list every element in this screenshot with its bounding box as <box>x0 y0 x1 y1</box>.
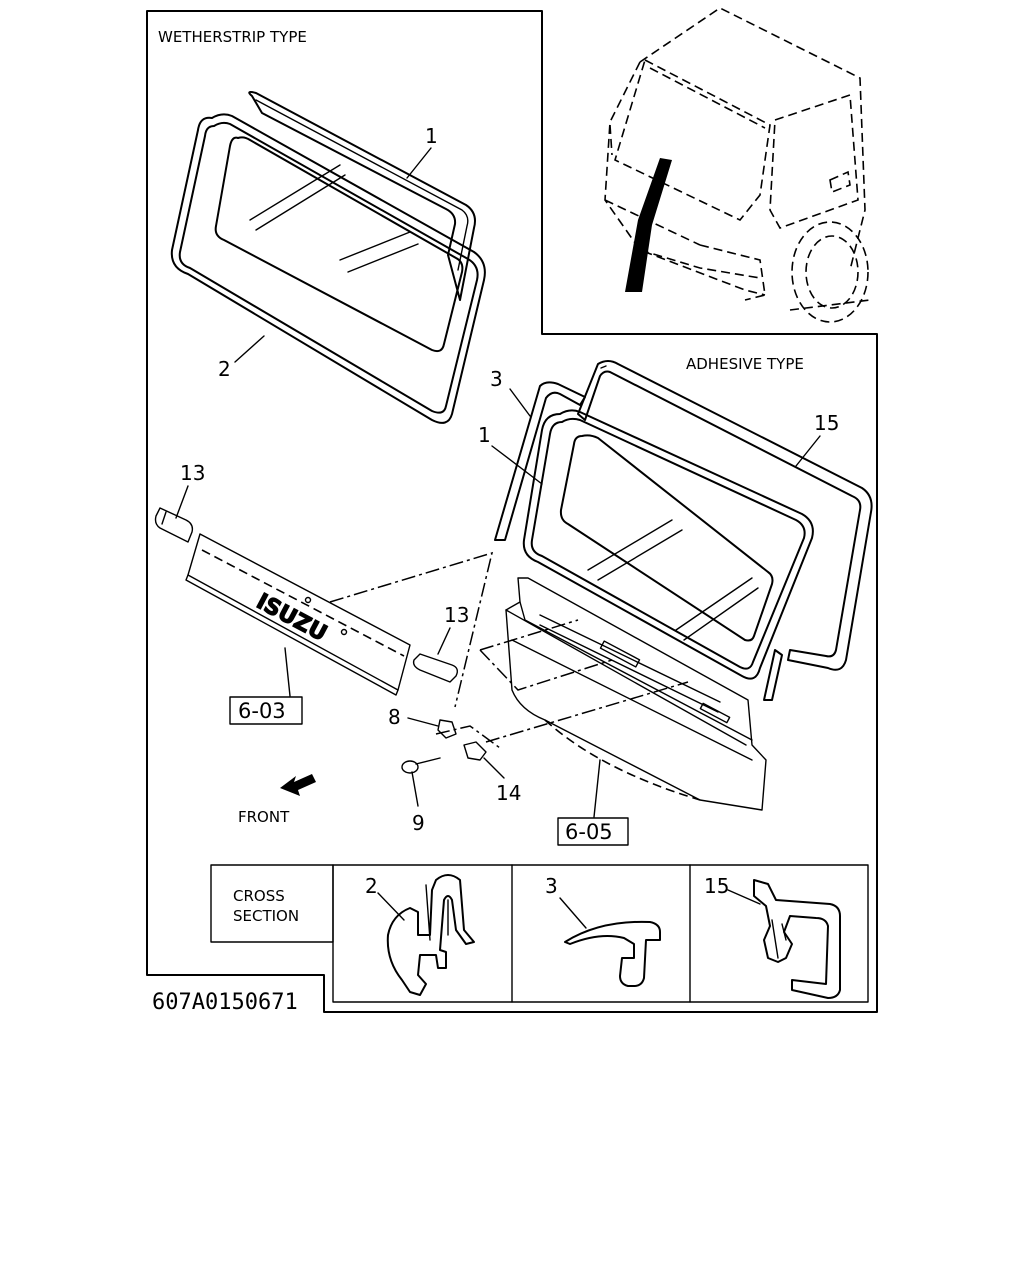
cross-section-label-line1: CROSS <box>233 887 285 905</box>
leader-13-left <box>175 485 189 519</box>
grommet-14 <box>463 741 487 761</box>
cross-section-2-leader <box>377 892 405 921</box>
wetherstrip-glass <box>170 113 486 424</box>
cross-section-15-profile <box>753 879 841 999</box>
front-panel-6-05 <box>505 577 767 811</box>
leader-1-adhesive <box>491 445 543 485</box>
ref-6-05: 6-05 <box>565 820 613 844</box>
adhesive-molding-3 <box>494 381 783 701</box>
ref-6-03: 6-03 <box>238 699 286 723</box>
cross-section-label-line2: SECTION <box>233 907 299 925</box>
callout-8: 8 <box>388 705 401 729</box>
cross-section-3-profile <box>564 920 661 987</box>
adhesive-dam-seal-15 <box>577 360 873 671</box>
callout-1-wetherstrip: 1 <box>425 124 438 148</box>
callout-2-wetherstrip: 2 <box>218 357 231 381</box>
leader-8 <box>407 717 439 727</box>
front-label: FRONT <box>238 808 290 826</box>
truck-cab-illustration <box>604 7 871 323</box>
leader-2-wetherstrip <box>234 335 265 363</box>
callout-1-adhesive: 1 <box>478 423 491 447</box>
wetherstrip-weatherstrip <box>248 91 476 301</box>
leader-6-03 <box>284 647 291 697</box>
adhesive-glass-1 <box>522 409 814 680</box>
leader-15-adhesive <box>795 435 821 467</box>
leader-6-05 <box>593 759 601 818</box>
cross-section-2-number: 2 <box>365 874 378 898</box>
cross-section-15-number: 15 <box>704 874 729 898</box>
assembly-lines <box>329 551 689 749</box>
leader-13-right <box>437 627 451 655</box>
clip-8 <box>437 719 457 739</box>
leader-9 <box>411 771 419 807</box>
ref-box-6-03 <box>229 696 303 725</box>
wetherstrip-type-label: WETHERSTRIP TYPE <box>158 28 307 46</box>
callout-15-adhesive: 15 <box>814 411 839 435</box>
grille-6-03: ISUZU <box>185 533 411 696</box>
drawing-code: 607A0150671 <box>152 990 298 1015</box>
grille-end-cap-13-right <box>412 653 459 683</box>
callout-3-adhesive: 3 <box>490 367 503 391</box>
grille-end-cap-13-left <box>154 507 194 543</box>
cross-section-3-leader <box>559 897 587 929</box>
callout-14: 14 <box>496 781 521 805</box>
callout-13-right: 13 <box>444 603 469 627</box>
cross-section-table <box>210 864 869 1003</box>
cross-section-2-profile <box>386 874 475 996</box>
screw-9 <box>401 757 441 774</box>
adhesive-type-label: ADHESIVE TYPE <box>686 355 804 373</box>
leader-14 <box>483 757 505 779</box>
cross-section-3-number: 3 <box>545 874 558 898</box>
callout-9: 9 <box>412 811 425 835</box>
ref-box-6-05 <box>557 817 629 846</box>
diagram-frame <box>146 10 878 1013</box>
front-direction-arrow-icon <box>280 774 316 796</box>
cross-section-15-leader <box>727 889 761 905</box>
callout-13-left: 13 <box>180 461 205 485</box>
leader-3-adhesive <box>509 388 531 417</box>
windshield-pointer-arrow <box>625 158 672 292</box>
leader-1-wetherstrip <box>406 147 432 179</box>
